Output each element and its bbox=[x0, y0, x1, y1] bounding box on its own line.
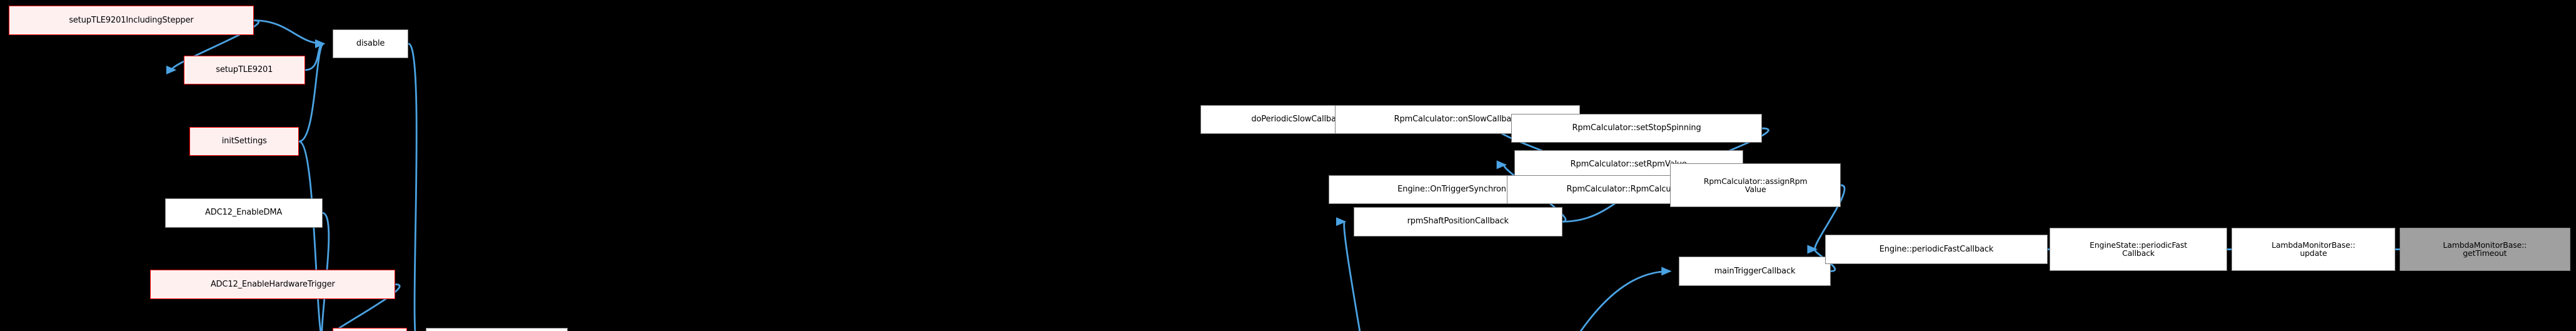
graph-node-label: ADC12_EnableDMA bbox=[204, 208, 283, 218]
graph-node[interactable]: ADC12_EnableDMA bbox=[164, 198, 323, 228]
graph-node-label: RpmCalculator::setRpmValue bbox=[1570, 160, 1687, 170]
graph-node-label: ADC12_EnableHardwareTrigger bbox=[210, 279, 335, 289]
graph-node[interactable]: mainTriggerCallback bbox=[1679, 257, 1831, 286]
graph-node-label: mainTriggerCallback bbox=[1714, 266, 1796, 276]
graph-node[interactable]: ADC12_EnableHardwareTrigger bbox=[150, 270, 396, 299]
graph-node-label: initSettings bbox=[221, 136, 267, 146]
graph-node[interactable]: enableOrDisable bbox=[426, 328, 568, 331]
graph-node[interactable]: RpmCalculator::assignRpm Value bbox=[1670, 163, 1841, 207]
graph-node-label: Engine::periodicFastCallback bbox=[1879, 244, 1994, 254]
graph-node-label: RpmCalculator::onSlowCallback bbox=[1394, 115, 1521, 125]
graph-node-label: setupTLE9201IncludingStepper bbox=[69, 15, 194, 25]
graph-node[interactable]: setupTLE9201 bbox=[183, 55, 305, 85]
graph-edge bbox=[333, 283, 401, 331]
graph-node[interactable]: LambdaMonitorBase:: getTimeout bbox=[2399, 227, 2570, 272]
graph-node-label: RpmCalculator::RpmCalculator bbox=[1566, 185, 1689, 195]
graph-node-label: setupTLE9201 bbox=[216, 65, 273, 75]
graph-node-label: disable bbox=[356, 39, 385, 49]
graph-edge bbox=[253, 19, 326, 48]
graph-node-label: LambdaMonitorBase:: getTimeout bbox=[2443, 240, 2527, 258]
graph-edge bbox=[298, 140, 322, 331]
graph-node[interactable]: setupTLE9201IncludingStepper bbox=[8, 6, 254, 35]
graph-edge bbox=[407, 43, 418, 331]
graph-node[interactable]: LambdaMonitorBase:: update bbox=[2231, 227, 2395, 272]
graph-node[interactable]: rpmShaftPositionCallback bbox=[1353, 206, 1562, 237]
graph-node[interactable]: Engine::periodicFastCallback bbox=[1824, 235, 2048, 264]
graph-node-label: RpmCalculator::setStopSpinning bbox=[1572, 123, 1701, 133]
graph-node[interactable]: initSettings bbox=[189, 126, 299, 156]
graph-node-label: EngineState::periodicFast Callback bbox=[2090, 240, 2188, 258]
graph-node-label: LambdaMonitorBase:: update bbox=[2272, 240, 2355, 258]
graph-node[interactable]: RpmCalculator::setStopSpinning bbox=[1511, 113, 1763, 143]
graph-node[interactable]: EngineState::periodicFast Callback bbox=[2049, 227, 2228, 272]
graph-edge bbox=[1579, 267, 1672, 331]
graph-node[interactable]: disable bbox=[332, 29, 409, 59]
graph-node-label: doPeriodicSlowCallback bbox=[1251, 115, 1346, 125]
graph-edge bbox=[1336, 217, 1361, 331]
graph-edge bbox=[166, 19, 260, 74]
graph-node-label: rpmShaftPositionCallback bbox=[1407, 216, 1509, 227]
graph-node[interactable]: enable bbox=[332, 328, 407, 331]
graph-node-label: RpmCalculator::assignRpm Value bbox=[1703, 176, 1808, 194]
graph-edge bbox=[298, 39, 326, 143]
